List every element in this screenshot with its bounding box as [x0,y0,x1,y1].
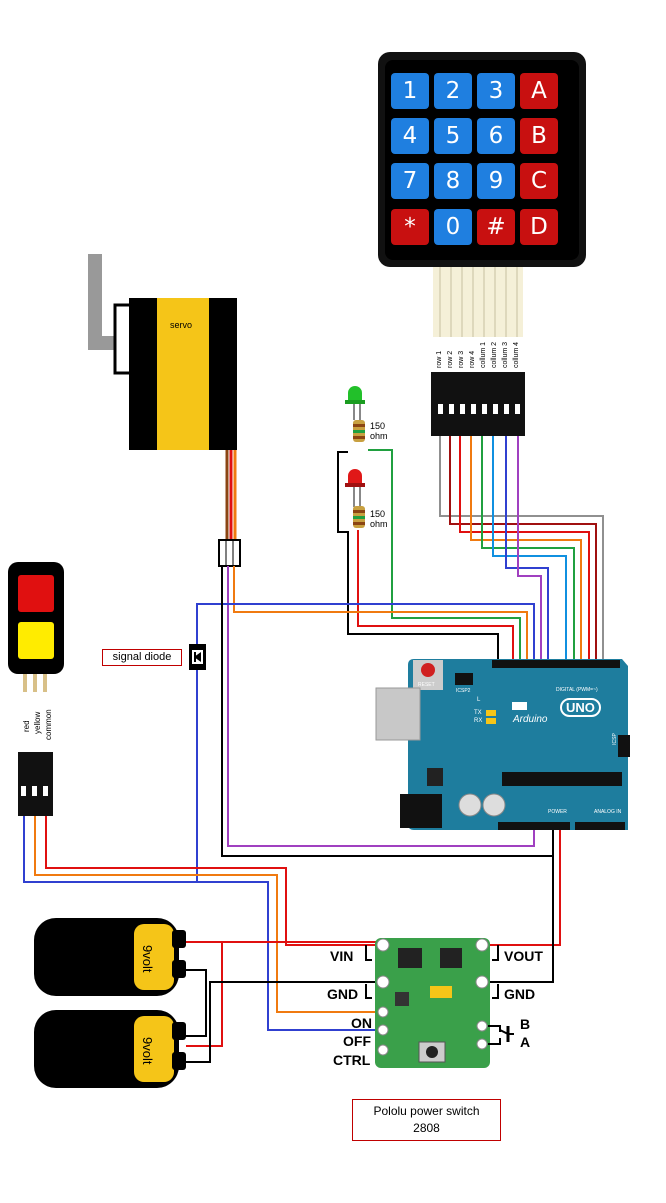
servo-label: servo [170,320,193,330]
arduino-on-label: ON [628,711,637,717]
keypad-key[interactable]: # [477,209,515,245]
keypad-key[interactable]: 9 [477,163,515,199]
keypad-key[interactable]: * [391,209,429,245]
signal-light [8,562,64,692]
arduino-tx-label: TX [474,710,482,716]
green-led-resistor [353,420,365,442]
power-switch-caption: Pololu power switch 2808 [352,1099,501,1141]
arduino-digital-label: DIGITAL (PWM=~) [556,687,598,693]
servo-connector [218,539,241,567]
button-label-a: A [520,1034,531,1050]
keypad-key[interactable]: 7 [391,163,429,199]
green-led [345,386,365,420]
green-resistor-value: 150 [370,421,386,431]
pololu-power-switch [375,938,490,1068]
arduino-model: UNO [560,698,601,717]
keypad-key[interactable]: 3 [477,73,515,109]
arduino-rx-label: RX [474,718,483,724]
caption-line2: 2808 [413,1121,440,1135]
red-resistor-unit: ohm [370,519,388,529]
battery-2-label: 9volt [140,1037,155,1065]
battery-1-label: 9volt [140,945,155,973]
keypad-key[interactable]: C [520,163,558,199]
keypad-key[interactable]: B [520,118,558,154]
caption-line1: Pololu power switch [373,1104,480,1118]
keypad-key[interactable]: 0 [434,209,472,245]
signal-diode [189,644,206,670]
arduino-icsp-label: ICSP [611,733,618,745]
keypad-key[interactable]: 1 [391,73,429,109]
red-led [345,469,365,507]
keypad-key[interactable]: 8 [434,163,472,199]
pin-off: OFF [343,1033,371,1049]
arduino-brand: Arduino [513,714,548,725]
keypad-key[interactable]: D [520,209,558,245]
servo-motor [88,254,237,450]
keypad-key[interactable]: 5 [434,118,472,154]
arduino-power-label: POWER [548,809,567,815]
signal-diode-label: signal diode [102,649,182,666]
pin-on: ON [351,1015,372,1031]
arduino-analog-label: ANALOG IN [594,809,622,815]
keypad-pin-label: row 1 [436,350,443,368]
push-button-symbol [488,1025,514,1045]
keypad-key[interactable]: 2 [434,73,472,109]
keypad-pin-label: collum 1 [480,341,487,368]
pin-vin: VIN [330,948,354,964]
signal-light-connector [18,752,53,816]
arduino-icsp2-label: ICSP2 [456,688,471,694]
keypad-pin-label: collum 2 [491,341,498,368]
red-led-resistor [353,506,365,528]
green-resistor-unit: ohm [370,431,388,441]
battery-1 [34,918,186,996]
red-resistor-label: 150 ohm [370,509,388,529]
arduino-board [375,659,630,830]
arduino-l-label: L [477,697,481,703]
pin-gnd-right: GND [504,986,536,1002]
pin-label-red: red [22,720,31,732]
arduino-reset-label: RESET [418,682,435,688]
keypad-key[interactable]: 4 [391,118,429,154]
keypad-pin-label: row 4 [469,350,476,368]
battery-2 [34,1010,186,1088]
pin-label-yellow: yellow [33,711,42,734]
keypad-pin-label: collum 3 [502,341,509,368]
keypad-key[interactable]: A [520,73,558,109]
pin-gnd-left: GND [327,986,359,1002]
red-resistor-value: 150 [370,509,386,519]
pin-label-common: common [44,709,53,740]
keypad-pin-label: collum 4 [513,341,520,368]
pin-vout: VOUT [504,948,543,964]
keypad-key[interactable]: 6 [477,118,515,154]
button-label-b: B [520,1016,531,1032]
pin-ctrl: CTRL [333,1052,371,1068]
keypad-pin-label: row 2 [447,350,454,368]
keypad-pin-label: row 3 [458,350,465,368]
green-resistor-label: 150 ohm [370,421,388,441]
